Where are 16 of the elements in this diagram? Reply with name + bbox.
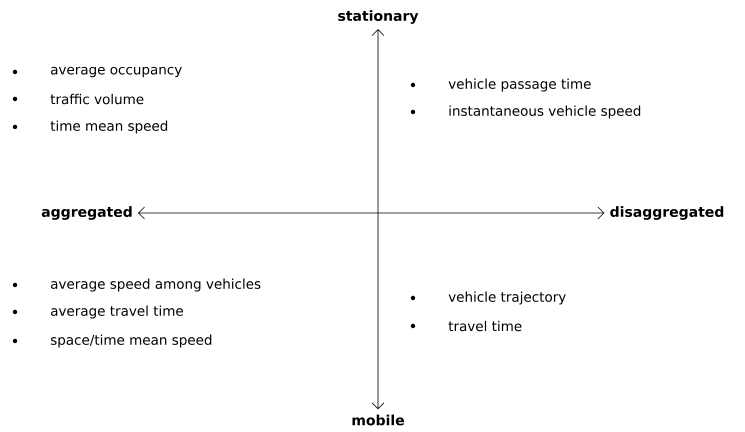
list-item: average occupancy	[51, 66, 182, 78]
list-item: time mean speed	[50, 120, 168, 134]
list-item: space/time mean speed	[50, 334, 212, 348]
double-arrow	[138, 206, 604, 220]
axis-label: stationary	[338, 10, 418, 24]
list-item: average speed among vehicles	[51, 278, 260, 292]
list-item: traffic volume	[50, 94, 144, 104]
list-item: vehicle trajectory	[448, 291, 566, 305]
axis-label: disaggregated	[610, 206, 724, 220]
list-item: average travel time	[51, 305, 183, 319]
list-item: vehicle passage time	[448, 78, 591, 92]
double-arrow	[372, 29, 384, 410]
axis-label: mobile	[352, 414, 404, 426]
list-item: travel time	[448, 320, 522, 332]
list-item: instantaneous vehicle speed	[449, 105, 640, 119]
axis-label: aggregated	[42, 206, 132, 220]
